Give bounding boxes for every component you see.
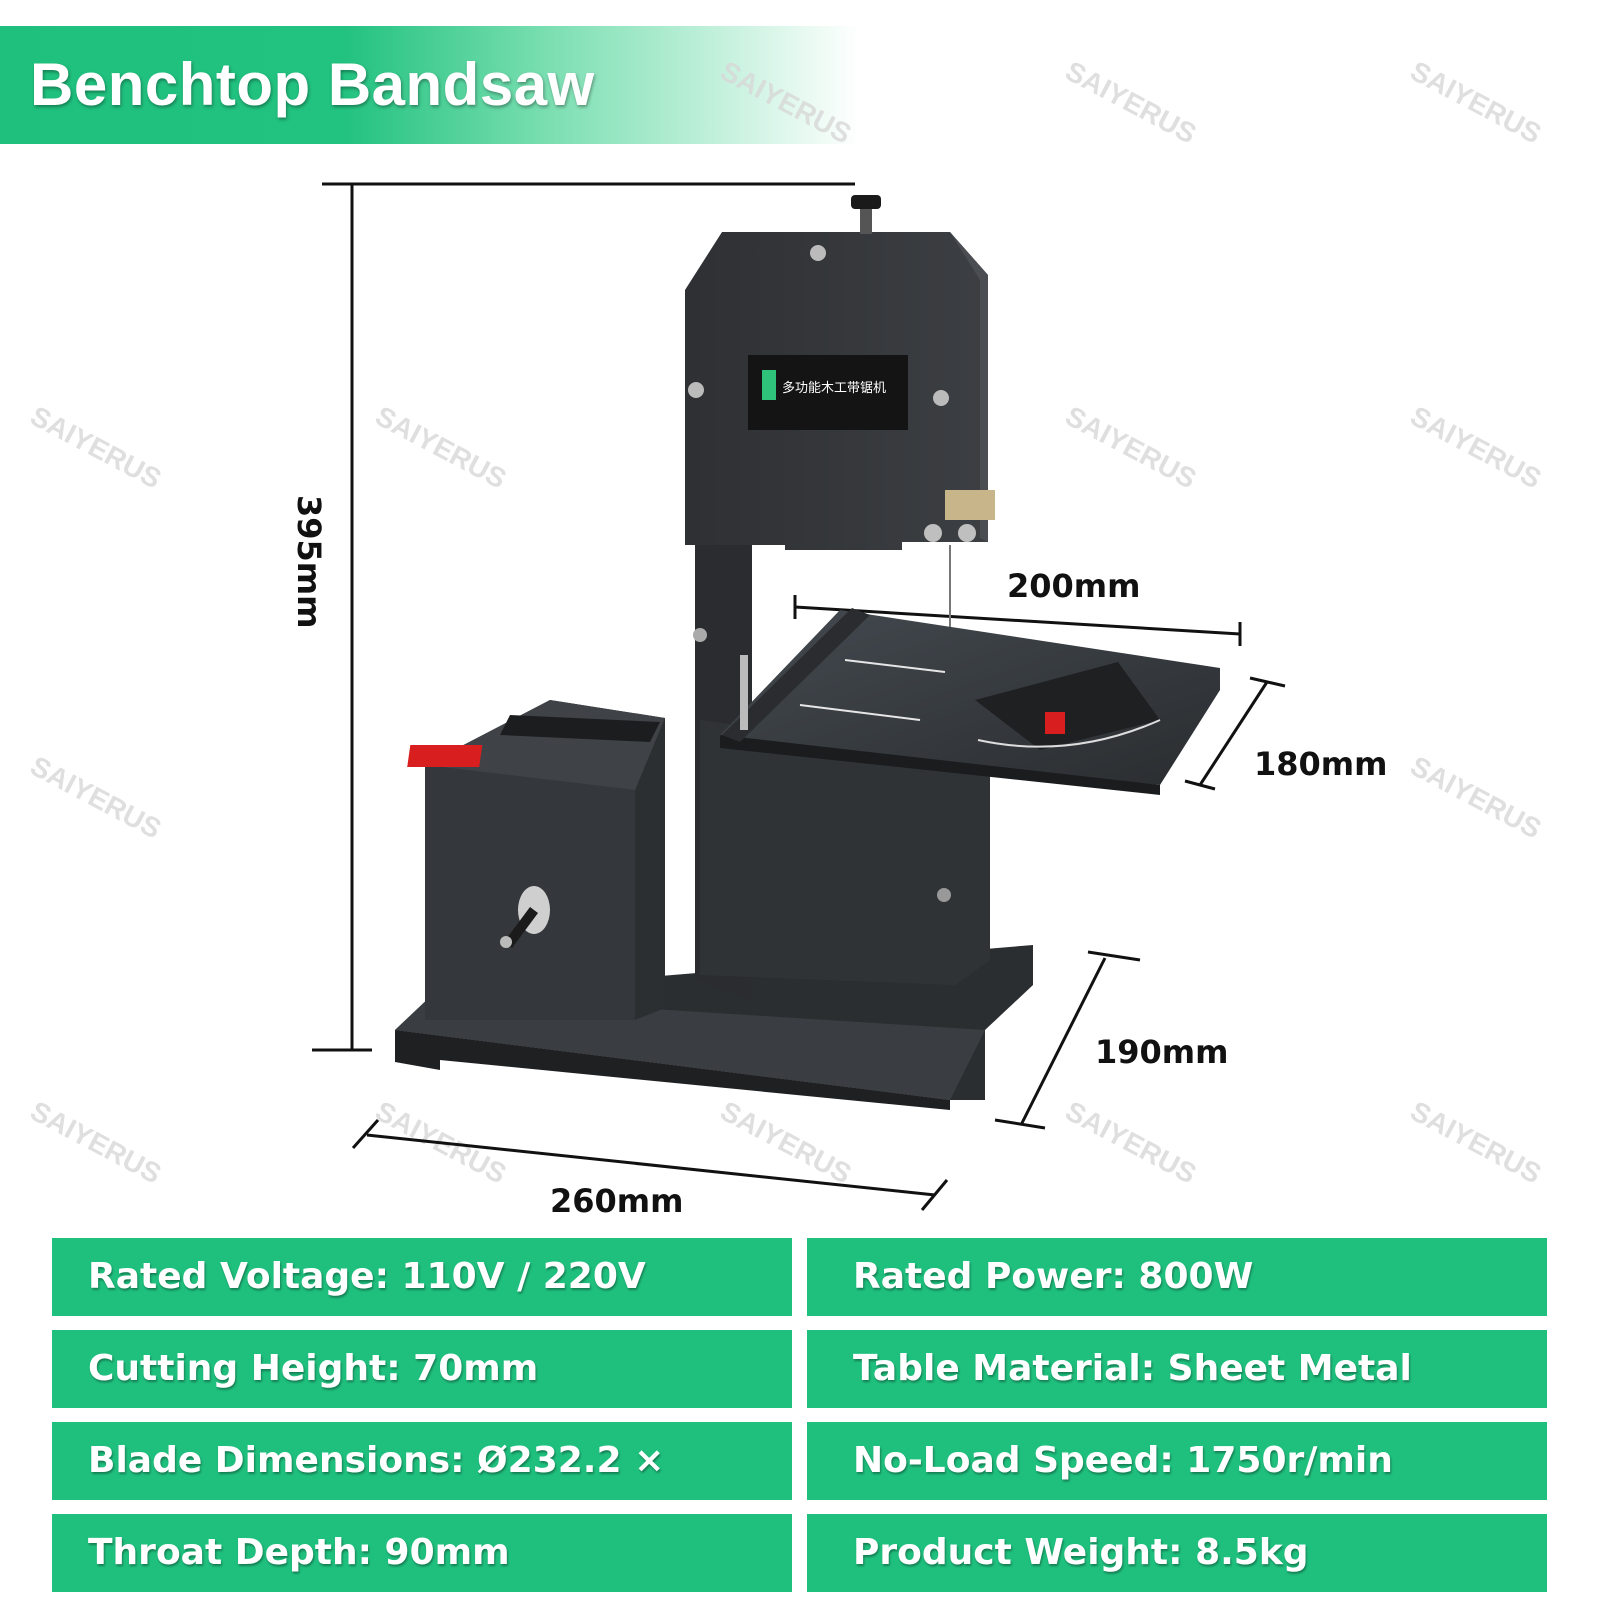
spec-throat-depth: Throat Depth: 90mm — [52, 1514, 792, 1592]
spec-product-weight: Product Weight: 8.5kg — [807, 1514, 1547, 1592]
spec-no-load-speed: No-Load Speed: 1750r/min — [807, 1422, 1547, 1500]
column — [695, 545, 990, 1000]
watermark: SAIYERUS — [1060, 55, 1202, 150]
machine-label: 多功能木工带锯机 — [782, 380, 886, 396]
spec-rated-power: Rated Power: 800W — [807, 1238, 1547, 1316]
bandsaw-illustration: 多功能木工带锯机 395mm 200mm 180mm 190mm 260mm — [290, 182, 1387, 1220]
spec-table-material: Table Material: Sheet Metal — [807, 1330, 1547, 1408]
dim-base-width: 260mm — [550, 1182, 683, 1220]
title-banner — [0, 26, 860, 144]
spec-blade-dimensions: Blade Dimensions: Ø232.2 × 3.2mm — [52, 1422, 792, 1559]
spec-cutting-height: Cutting Height: 70mm — [52, 1330, 792, 1408]
work-table — [720, 608, 1220, 795]
dim-base-depth: 190mm — [1095, 1033, 1228, 1071]
dim-table-depth: 180mm — [1254, 745, 1387, 783]
upper-wheel-housing: 多功能木工带锯机 — [685, 195, 988, 642]
motor-housing — [407, 700, 665, 1020]
dim-height: 395mm — [290, 495, 328, 628]
dim-throat-width: 200mm — [1007, 567, 1140, 605]
spec-rated-voltage: Rated Voltage: 110V / 220V — [52, 1238, 792, 1316]
watermark: SAIYERUS — [1405, 55, 1547, 150]
base-plate — [395, 945, 1033, 1110]
dimension-lines — [312, 182, 1286, 1211]
page-title: Benchtop Bandsaw — [30, 51, 595, 118]
